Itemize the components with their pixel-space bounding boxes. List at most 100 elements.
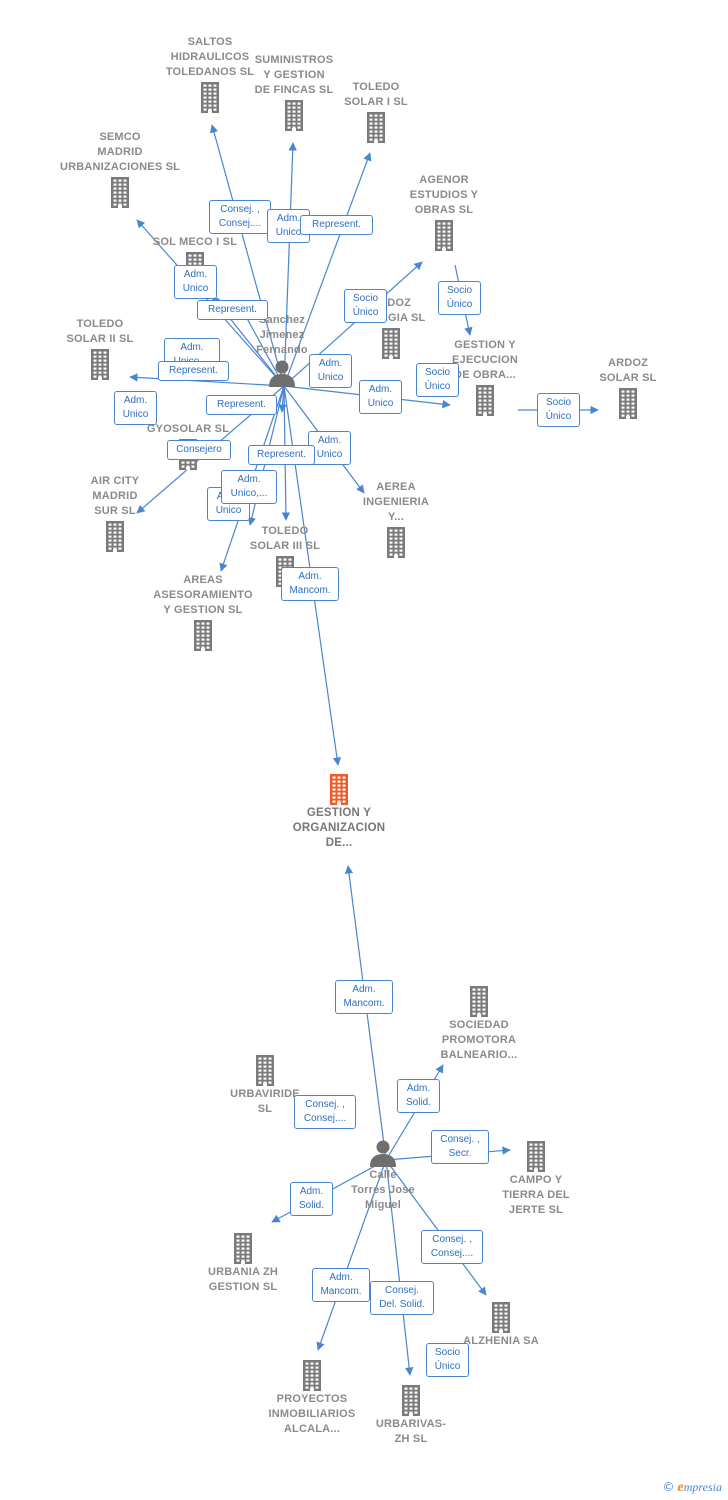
node-sociedad-promotora[interactable]: SOCIEDAD PROMOTORA BALNEARIO... <box>404 984 554 1063</box>
node-semco-madrid[interactable]: SEMCO MADRID URBANIZACIONES SL <box>45 130 195 209</box>
relation-label[interactable]: Represent. <box>197 300 268 320</box>
node-ardoz-solar[interactable]: ARDOZ SOLAR SL <box>553 356 703 420</box>
connection-line <box>129 373 285 387</box>
node-label: SOL MECO I SL <box>152 236 238 248</box>
node-icon <box>321 525 471 559</box>
node-label: SUMINISTROS Y GESTION DE FINCAS SL <box>254 54 334 96</box>
building-icon <box>285 100 303 131</box>
building-icon <box>256 1055 274 1086</box>
relation-label[interactable]: Adm. Solid. <box>290 1182 333 1216</box>
node-label: SALTOS HIDRAULICOS TOLEDANOS SL <box>165 36 255 78</box>
node-icon <box>369 218 519 252</box>
node-aerea-ingenieria[interactable]: AEREA INGENIERIA Y... <box>321 480 471 559</box>
relation-label[interactable]: Socio Único <box>344 289 387 323</box>
node-label: TOLEDO SOLAR I SL <box>344 81 408 108</box>
node-agenor-estudios[interactable]: AGENOR ESTUDIOS Y OBRAS SL <box>369 173 519 252</box>
building-icon <box>201 82 219 113</box>
node-label: TOLEDO SOLAR III SL <box>249 525 321 552</box>
node-toledo-solar-1[interactable]: TOLEDO SOLAR I SL <box>301 80 451 144</box>
relation-label[interactable]: Consej. , Consej.... <box>209 200 271 234</box>
node-areas-asesoramiento[interactable]: AREAS ASESORAMIENTO Y GESTION SL <box>128 573 278 652</box>
node-label: AREAS ASESORAMIENTO Y GESTION SL <box>153 574 253 616</box>
relation-label[interactable]: Adm. Unico <box>174 265 217 299</box>
empresia-brand[interactable]: © empresia <box>663 1480 722 1496</box>
node-label: URBANIA ZH GESTION SL <box>207 1266 279 1293</box>
node-urbania-zh[interactable]: URBANIA ZH GESTION SL <box>168 1231 318 1295</box>
node-urbaviride[interactable]: URBAVIRIDE SL <box>190 1053 340 1117</box>
connection-line <box>283 142 297 387</box>
node-label: CAMPO Y TIERRA DEL JERTE SL <box>502 1174 570 1216</box>
node-gestion-ejecucion-obra[interactable]: GESTION Y EJECUCION DE OBRA... <box>410 338 560 417</box>
relation-label[interactable]: Adm. Mancom. <box>335 980 393 1014</box>
relation-label[interactable]: Represent. <box>158 361 229 381</box>
relation-label[interactable]: Represent. <box>206 395 277 415</box>
node-urbarivas-zh[interactable]: URBARIVAS- ZH SL <box>336 1383 486 1447</box>
building-icon <box>106 521 124 552</box>
node-icon <box>553 386 703 420</box>
relation-label[interactable]: Consej. Del. Solid. <box>370 1281 434 1315</box>
node-label: PROYECTOS INMOBILIARIOS ALCALA... <box>268 1393 356 1435</box>
relation-label[interactable]: Consej. , Consej.... <box>421 1230 483 1264</box>
node-icon <box>219 98 369 132</box>
node-air-city-madrid[interactable]: AIR CITY MADRID SUR SL <box>40 474 190 553</box>
node-label: SOCIEDAD PROMOTORA BALNEARIO... <box>440 1019 518 1061</box>
building-icon <box>435 220 453 251</box>
relation-label[interactable]: Socio Único <box>537 393 580 427</box>
connection-line <box>385 1159 487 1296</box>
relation-label[interactable]: Adm. Mancom. <box>281 567 339 601</box>
node-icon <box>264 772 414 806</box>
node-campo-tierra-jerte[interactable]: CAMPO Y TIERRA DEL JERTE SL <box>461 1139 611 1218</box>
building-icon <box>492 1302 510 1333</box>
node-label: TOLEDO SOLAR II SL <box>66 318 134 345</box>
building-icon <box>470 986 488 1017</box>
node-label: GESTION Y EJECUCION DE OBRA... <box>452 339 518 381</box>
relation-label[interactable]: Represent. <box>248 445 315 465</box>
node-icon <box>128 618 278 652</box>
node-suministros[interactable]: SUMINISTROS Y GESTION DE FINCAS SL <box>219 53 369 132</box>
node-alzhenia[interactable]: ALZHENIA SA <box>426 1300 576 1349</box>
building-icon <box>382 328 400 359</box>
connection-line <box>283 261 423 387</box>
node-icon <box>190 1053 340 1087</box>
node-icon <box>237 1358 387 1392</box>
relation-label[interactable]: Consejero <box>167 440 231 460</box>
relation-label[interactable]: Adm. Unico <box>308 431 351 465</box>
node-icon <box>461 1139 611 1173</box>
node-label: GYOSOLAR SL <box>146 423 230 435</box>
node-icon <box>410 383 560 417</box>
relation-label[interactable]: Adm. Unico <box>114 391 157 425</box>
relation-label[interactable]: Adm. Unico <box>267 209 310 243</box>
building-icon <box>194 620 212 651</box>
relation-label[interactable]: Consej. , Consej.... <box>294 1095 356 1129</box>
building-icon <box>476 385 494 416</box>
relation-label[interactable]: Adm. Unico <box>359 380 402 414</box>
relation-label[interactable]: Consej. , Secr. <box>431 1130 489 1164</box>
node-icon <box>135 80 285 114</box>
relation-label[interactable]: Adm. Unico,... <box>221 470 277 504</box>
node-label: GESTION Y ORGANIZACION DE... <box>292 807 386 849</box>
node-proyectos-inmobiliarios[interactable]: PROYECTOS INMOBILIARIOS ALCALA... <box>237 1358 387 1437</box>
node-icon <box>404 984 554 1018</box>
building-icon <box>91 349 109 380</box>
copyright-symbol: © <box>662 1480 675 1494</box>
relation-label[interactable]: Represent. <box>300 215 373 235</box>
node-icon <box>207 358 357 388</box>
connection-line <box>209 124 285 387</box>
building-icon <box>387 527 405 558</box>
relation-label[interactable]: Adm. Mancom. <box>312 1268 370 1302</box>
node-person-sanchez[interactable]: Sanchez Jimenez Fernando <box>207 313 357 388</box>
relation-label[interactable]: Adm. Unico <box>309 354 352 388</box>
node-saltos-hidraulicos[interactable]: SALTOS HIDRAULICOS TOLEDANOS SL <box>135 35 285 114</box>
building-icon <box>234 1233 252 1264</box>
building-icon <box>619 388 637 419</box>
node-gestion-organizacion-main[interactable]: GESTION Y ORGANIZACION DE... <box>264 772 414 851</box>
relation-label[interactable]: Adm. Solid. <box>397 1079 440 1113</box>
node-person-calle[interactable]: Calle Torres Jose Miguel <box>308 1138 458 1213</box>
node-label: AEREA INGENIERIA Y... <box>362 481 430 523</box>
relation-label[interactable]: Socio Único <box>438 281 481 315</box>
node-toledo-solar-2[interactable]: TOLEDO SOLAR II SL <box>25 317 175 381</box>
relation-label[interactable]: Socio Único <box>426 1343 469 1377</box>
relation-label[interactable]: Socio Único <box>416 363 459 397</box>
node-label: SEMCO MADRID URBANIZACIONES SL <box>59 131 181 173</box>
